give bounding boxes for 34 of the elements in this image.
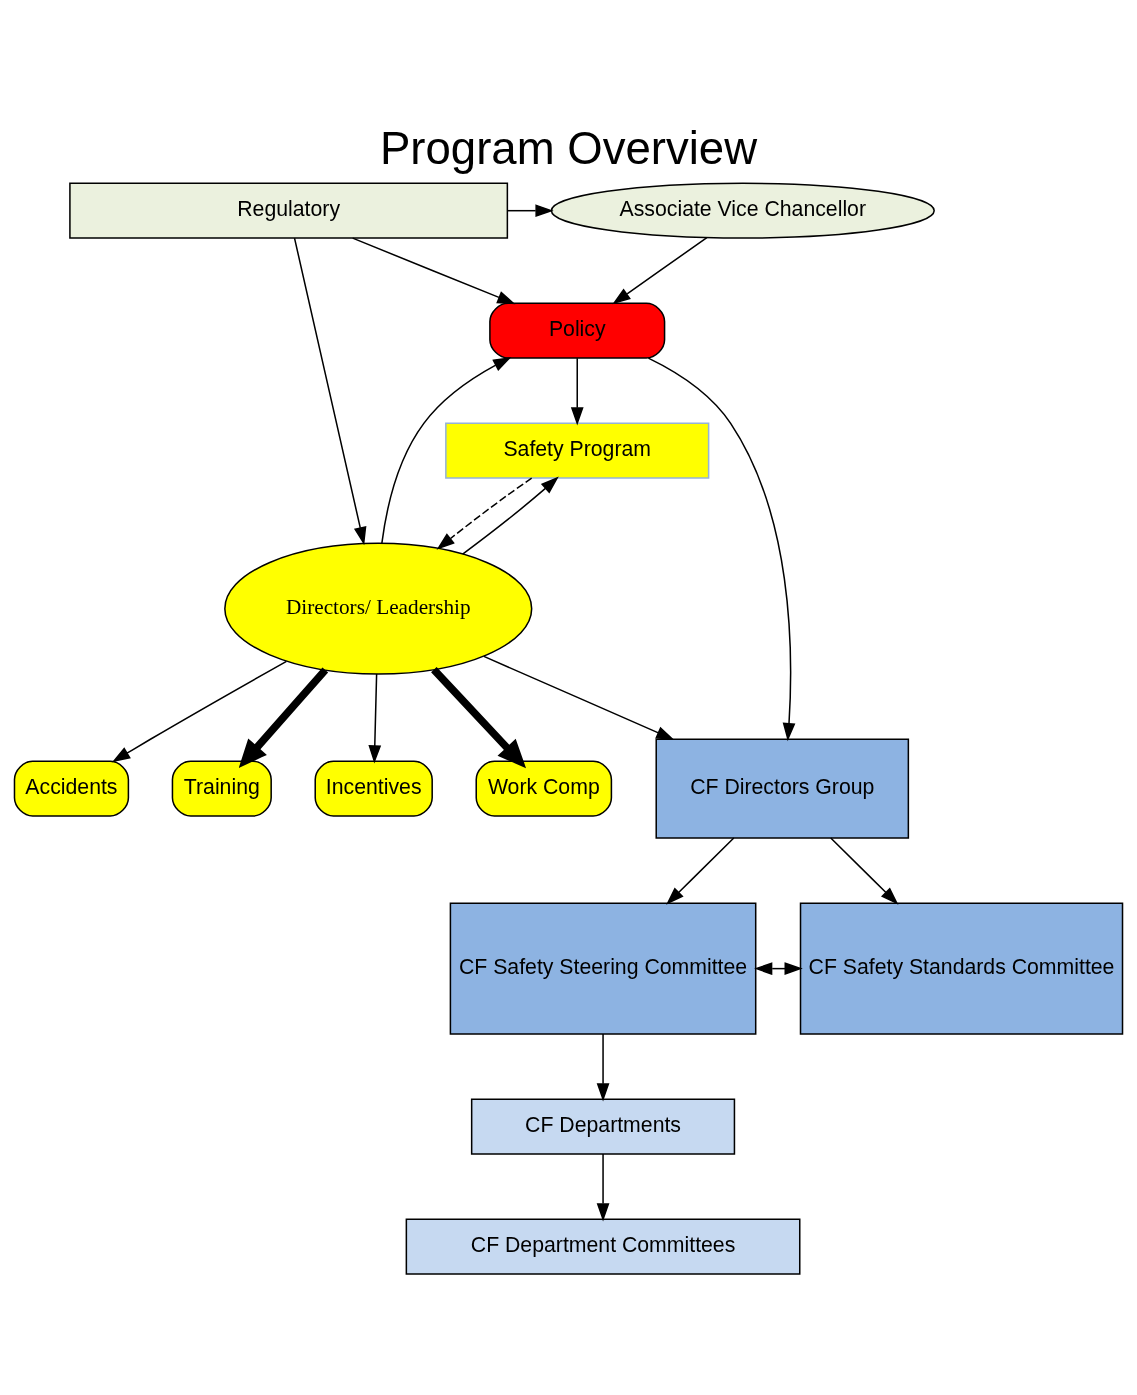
arrow	[612, 236, 708, 305]
node-box: CF Department Committees	[405, 1218, 801, 1275]
node-box: Work Comp	[475, 760, 613, 817]
arrow	[483, 655, 675, 740]
arrow	[647, 357, 796, 742]
node-box: Policy	[489, 302, 666, 359]
arrow	[461, 476, 559, 555]
node-box: Regulatory	[69, 182, 509, 239]
arrow	[368, 673, 382, 764]
arrow	[111, 660, 288, 763]
arrow	[596, 1033, 610, 1102]
arrow	[381, 357, 512, 544]
arrow	[570, 357, 584, 426]
arrow	[436, 477, 533, 550]
arrow	[293, 237, 367, 546]
node-box: CF Departments	[470, 1098, 736, 1155]
node-box: Incentives	[314, 760, 433, 817]
node-box: Safety Program	[445, 422, 710, 479]
arrow	[431, 667, 527, 769]
node-box: Training	[171, 760, 272, 817]
arrow	[596, 1153, 610, 1222]
arrow	[754, 962, 803, 975]
arrow	[351, 237, 516, 305]
node-box: Accidents	[13, 760, 130, 817]
arrow	[506, 204, 554, 218]
node-ellipse: Directors/ Leadership	[224, 542, 533, 675]
arrow	[830, 837, 899, 905]
node-ellipse: Associate Vice Chancellor	[550, 182, 935, 239]
arrow	[238, 667, 329, 768]
diagram-title: Program Overview	[379, 122, 758, 174]
node-box: CF Safety Standards Committee	[799, 902, 1124, 1035]
node-box: CF Directors Group	[655, 738, 910, 839]
arrow	[666, 837, 735, 905]
node-box: CF Safety Steering Committee	[449, 902, 757, 1035]
